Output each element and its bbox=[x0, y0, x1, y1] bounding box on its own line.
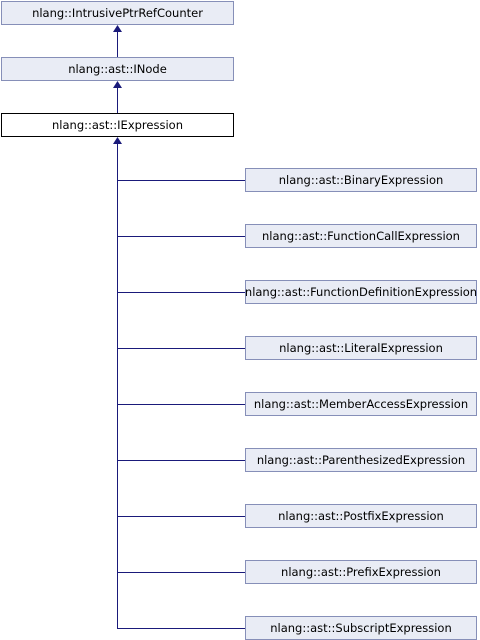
node-prefix-expression[interactable]: nlang::ast::PrefixExpression bbox=[245, 560, 477, 584]
edge-branch-parenthesized bbox=[117, 460, 245, 461]
arrowhead-refcounter bbox=[113, 25, 122, 32]
edge-branch-function-call bbox=[117, 236, 245, 237]
node-iexpression-current: nlang::ast::IExpression bbox=[1, 113, 234, 137]
edge-branch-binary bbox=[117, 180, 245, 181]
node-intrusive-ptr-ref-counter[interactable]: nlang::IntrusivePtrRefCounter bbox=[1, 1, 234, 25]
node-postfix-expression[interactable]: nlang::ast::PostfixExpression bbox=[245, 504, 477, 528]
node-function-call-expression[interactable]: nlang::ast::FunctionCallExpression bbox=[245, 224, 477, 248]
arrowhead-inode bbox=[113, 81, 122, 88]
edge-branch-subscript bbox=[117, 628, 245, 629]
node-inode[interactable]: nlang::ast::INode bbox=[1, 57, 234, 81]
edge-branch-member-access bbox=[117, 404, 245, 405]
edge-iexpression-to-inode bbox=[117, 85, 118, 113]
node-binary-expression[interactable]: nlang::ast::BinaryExpression bbox=[245, 168, 477, 192]
edge-branch-function-definition bbox=[117, 292, 245, 293]
edge-branch-literal bbox=[117, 348, 245, 349]
edge-trunk bbox=[117, 141, 118, 628]
node-subscript-expression[interactable]: nlang::ast::SubscriptExpression bbox=[245, 616, 477, 640]
node-member-access-expression[interactable]: nlang::ast::MemberAccessExpression bbox=[245, 392, 477, 416]
edge-branch-prefix bbox=[117, 572, 245, 573]
edge-branch-postfix bbox=[117, 516, 245, 517]
edge-inode-to-refcounter bbox=[117, 29, 118, 57]
node-parenthesized-expression[interactable]: nlang::ast::ParenthesizedExpression bbox=[245, 448, 477, 472]
node-function-definition-expression[interactable]: nlang::ast::FunctionDefinitionExpression bbox=[245, 280, 477, 304]
arrowhead-iexpression bbox=[113, 137, 122, 144]
node-literal-expression[interactable]: nlang::ast::LiteralExpression bbox=[245, 336, 477, 360]
